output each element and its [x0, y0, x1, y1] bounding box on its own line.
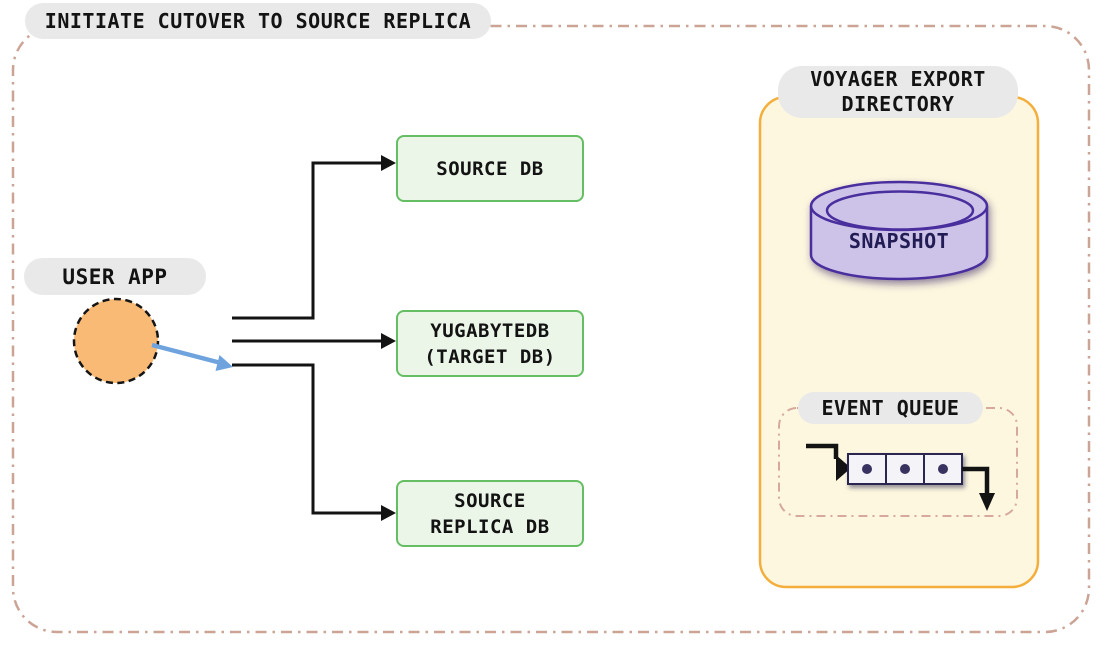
- connector-source-replica-db: [232, 363, 381, 515]
- arrowhead-source-replica-db: [381, 505, 396, 521]
- connector-source-db: [232, 161, 381, 320]
- snapshot-cylinder: [809, 180, 989, 281]
- outer-dashed-frame: [11, 24, 1091, 634]
- queue-cells: [847, 453, 963, 485]
- voyager-export-directory-panel: [758, 95, 1040, 589]
- queue-out-arrow-line: [962, 466, 990, 493]
- connector-group: [232, 161, 381, 515]
- snapshot-cylinder-inner-rim: [825, 190, 975, 231]
- user-app-circle: [72, 297, 160, 385]
- queue-cell-dot: [900, 464, 910, 474]
- queue-cell-dot: [938, 464, 948, 474]
- arrowhead-target-db: [381, 333, 396, 349]
- queue-cell-dot: [862, 464, 872, 474]
- queue-out-arrowhead: [979, 493, 995, 511]
- highlight-arrowhead: [215, 355, 233, 371]
- highlight-arrow-line: [151, 342, 222, 366]
- arrowhead-source-db: [381, 155, 396, 171]
- event-queue-frame: [778, 407, 1018, 517]
- queue-in-arrow-line: [806, 443, 839, 459]
- queue-in-arrowhead: [836, 455, 851, 481]
